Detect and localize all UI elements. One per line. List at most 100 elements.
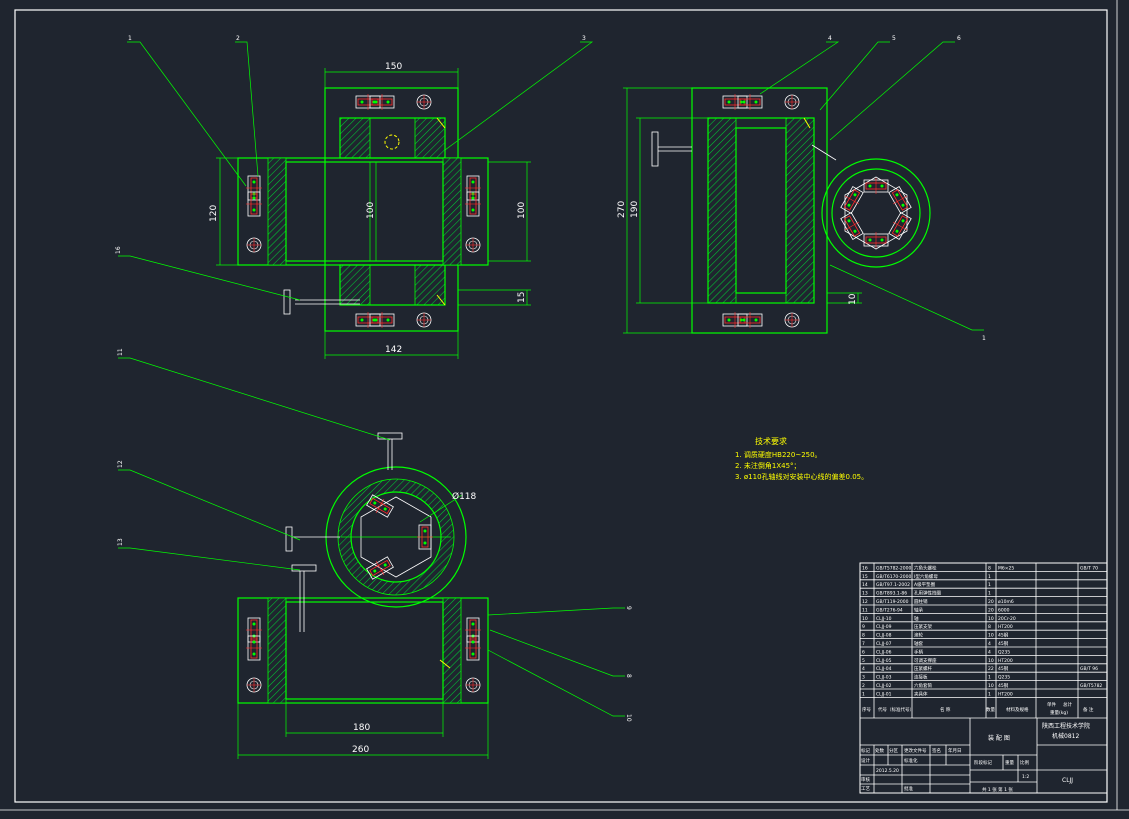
parts-cell-name: 压紧螺杆	[914, 665, 932, 672]
row-change: 更改文件号	[904, 747, 927, 754]
parts-cell-code: GB/T119-2000	[876, 599, 909, 605]
parts-cell-no: 5	[862, 658, 865, 664]
parts-cell-qty: 1	[988, 675, 991, 681]
role-approve: 批准	[904, 785, 913, 792]
parts-cell-material: Q235	[998, 649, 1010, 655]
parts-cell-no: 14	[862, 582, 868, 588]
parts-cell-qty: 10	[988, 683, 994, 689]
parts-cell-name: 压紧支架	[914, 623, 932, 630]
parts-cell-name: I型六角螺母	[914, 573, 938, 580]
title-stage: 阶段标记	[974, 759, 992, 766]
title-drawing-name: 装 配 图	[988, 734, 1010, 742]
parts-cell-note: GB/T5782	[1080, 683, 1102, 689]
title-weight-label: 重量	[1005, 759, 1014, 766]
role-process: 工艺	[861, 786, 870, 792]
parts-cell-name: 圆柱销	[914, 598, 928, 605]
parts-cell-qty: 4	[988, 649, 991, 655]
dimension-lines	[216, 68, 862, 759]
parts-cell-no: 10	[862, 616, 868, 622]
dim-side-10: 10	[848, 293, 858, 305]
balloon-8: 8	[625, 674, 632, 678]
title-school: 陕西工程技术学院	[1042, 722, 1090, 730]
row-sign: 签名	[932, 747, 941, 754]
parts-header-weight: 重量(kg)	[1050, 709, 1068, 716]
parts-cell-material: 45钢	[998, 682, 1009, 689]
parts-cell-no: 4	[862, 666, 865, 672]
dim-top-150: 150	[385, 62, 402, 72]
balloon-11: 11	[117, 348, 124, 356]
parts-cell-code: GB/T276-94	[876, 607, 903, 613]
side-view	[651, 87, 931, 334]
parts-cell-name: 手柄	[914, 648, 923, 655]
parts-cell-qty: 8	[988, 624, 991, 630]
parts-cell-material: HT200	[998, 624, 1013, 630]
balloon-16: 16	[115, 246, 122, 254]
parts-cell-code: CLJJ-04	[876, 666, 892, 672]
role-review: 审核	[861, 776, 870, 783]
parts-header-unit: 单件	[1047, 701, 1056, 708]
parts-cell-code: CLJJ-07	[876, 641, 892, 647]
parts-cell-qty: 22	[988, 666, 994, 672]
parts-cell-name: 夹具体	[914, 690, 928, 697]
parts-cell-no: 8	[862, 633, 865, 639]
title-scale: 1:2	[1022, 774, 1029, 780]
parts-cell-qty: 20	[988, 599, 994, 605]
balloon-12: 12	[117, 460, 124, 468]
title-class: 机械0812	[1052, 732, 1079, 740]
parts-cell-name: 轴	[914, 615, 919, 622]
balloon-1-side: 1	[982, 335, 986, 342]
parts-cell-material: 6000	[998, 607, 1010, 613]
parts-cell-qty: 1	[988, 591, 991, 597]
parts-cell-material: ø10m6	[998, 599, 1014, 605]
parts-cell-material: HT200	[998, 658, 1013, 664]
parts-cell-material: HT200	[998, 691, 1013, 697]
row-mark: 标记	[861, 747, 870, 754]
parts-cell-name: 六角头螺栓	[914, 564, 937, 571]
parts-cell-code: CLJJ-06	[876, 649, 892, 655]
dim-side-270: 270	[617, 201, 627, 218]
bottom-view	[237, 432, 489, 704]
parts-cell-material: Q235	[998, 675, 1010, 681]
balloons: 1 2 3 16 4 5 6 1 11 12 13 9 8 10	[115, 35, 986, 722]
row-date: 年月日	[948, 747, 962, 754]
parts-cell-name: 轴套	[914, 640, 923, 647]
parts-cell-material: 45钢	[998, 640, 1009, 647]
parts-header-material: 材料及规格	[1006, 706, 1029, 713]
parts-cell-code: GB/T893.1-86	[876, 591, 907, 597]
parts-cell-code: CLJJ-02	[876, 683, 892, 689]
dim-side-190: 190	[630, 201, 640, 218]
balloon-10: 10	[625, 714, 632, 722]
parts-header-name: 名 称	[940, 706, 951, 713]
title-standard: 标准化	[904, 757, 918, 764]
parts-cell-qty: 10	[988, 616, 994, 622]
parts-cell-name: 可调支撑座	[914, 657, 937, 664]
parts-cell-no: 2	[862, 683, 865, 689]
dim-top-142: 142	[385, 345, 402, 355]
title-scale-label: 比例	[1020, 759, 1029, 766]
tech-req-line-3: 3. ø110孔轴线对安装中心线的偏差0.05。	[735, 472, 868, 481]
parts-header-total: 总计	[1063, 701, 1072, 708]
parts-cell-no: 9	[862, 624, 865, 630]
parts-cell-code: CLJJ-05	[876, 658, 892, 664]
parts-cell-code: CLJJ-08	[876, 633, 892, 639]
parts-cell-code: GB/T6170-2000	[876, 574, 912, 580]
parts-cell-name: A级平垫圈	[914, 581, 936, 588]
parts-cell-name: 滚轮	[914, 632, 923, 639]
dim-top-120: 120	[209, 205, 219, 222]
parts-cell-no: 11	[862, 607, 868, 613]
tech-req-title: 技术要求	[755, 436, 787, 446]
dim-bottom-260: 260	[352, 745, 369, 755]
parts-cell-material: M6×25	[998, 565, 1014, 571]
row-zone: 分区	[889, 747, 898, 754]
top-view	[237, 87, 489, 332]
title-sheet: 共 1 张 第 1 张	[982, 786, 1013, 793]
parts-cell-qty: 1	[988, 691, 991, 697]
parts-header-note: 备 注	[1083, 706, 1094, 713]
balloon-6: 6	[957, 35, 961, 42]
parts-header-no: 序号	[862, 706, 871, 713]
parts-cell-name: 连接板	[914, 674, 928, 681]
balloon-13: 13	[117, 538, 124, 546]
parts-header-qty: 数量	[986, 706, 995, 713]
